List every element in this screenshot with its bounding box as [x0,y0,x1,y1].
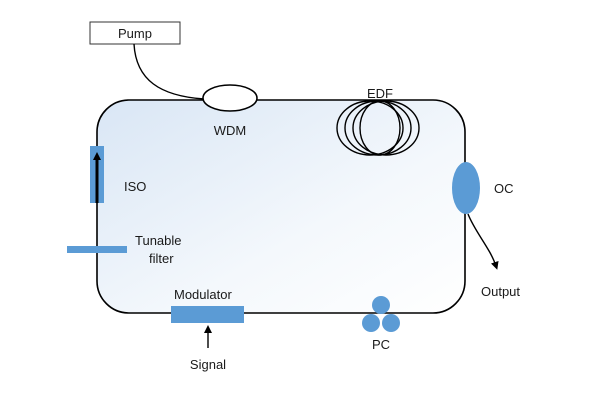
fiber-loop [96,99,466,314]
pump-label: Pump [118,26,152,41]
output-arrow [467,213,499,270]
wdm-label: WDM [214,123,247,138]
tunable-filter [67,246,127,253]
signal-label: Signal [190,357,226,372]
edf-coil [336,100,420,156]
iso-label: ISO [124,179,146,194]
optical-coupler [452,162,480,214]
edf-label: EDF [367,86,393,101]
oc-label: OC [494,181,514,196]
pump-fiber [133,43,205,100]
polarization-controller [362,296,400,332]
pump-box: Pump [89,21,181,45]
output-label: Output [481,284,520,299]
wdm-coupler [202,84,258,112]
modulator-label: Modulator [174,287,232,302]
pc-label: PC [372,337,390,352]
modulator [171,306,244,323]
tunable-filter-label-line1: Tunable [135,233,182,248]
tunable-filter-label-line2: filter [149,251,174,266]
